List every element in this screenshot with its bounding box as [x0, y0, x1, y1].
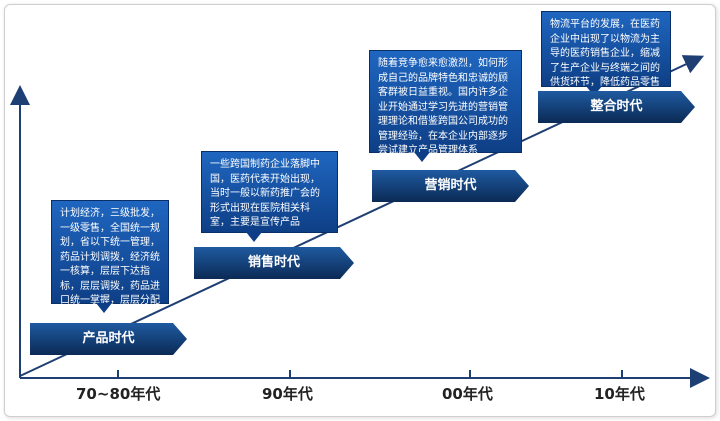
note-marketing-era: 随着竞争愈来愈激烈，如何形成自己的品牌特色和忠诚的顾客群被日益重视。国内许多企业… — [369, 50, 522, 162]
decade-label-90s: 90年代 — [262, 385, 313, 403]
note-product-era: 计划经济，三级批发，一级零售，全国统一规划，省以下统一管理，药品计划调拨，经济统… — [51, 200, 169, 313]
note-integration-era: 物流平台的发展，在医药企业中出现了以物流为主导的医药销售企业，缩减了生产企业与终… — [541, 11, 671, 103]
note-sales-era: 一些跨国制药企业落脚中国，医药代表开始出现，当时一般以新药推广会的形式出现在医院… — [201, 151, 338, 242]
decade-label-10s: 10年代 — [594, 385, 645, 403]
era-integration: 整合时代 — [538, 91, 695, 123]
decade-label-70s-80s: 70~80年代 — [76, 385, 161, 403]
decade-label-00s: 00年代 — [442, 385, 493, 403]
era-product: 产品时代 — [30, 323, 187, 355]
era-sales: 销售时代 — [194, 247, 354, 279]
era-marketing: 营销时代 — [372, 170, 529, 202]
